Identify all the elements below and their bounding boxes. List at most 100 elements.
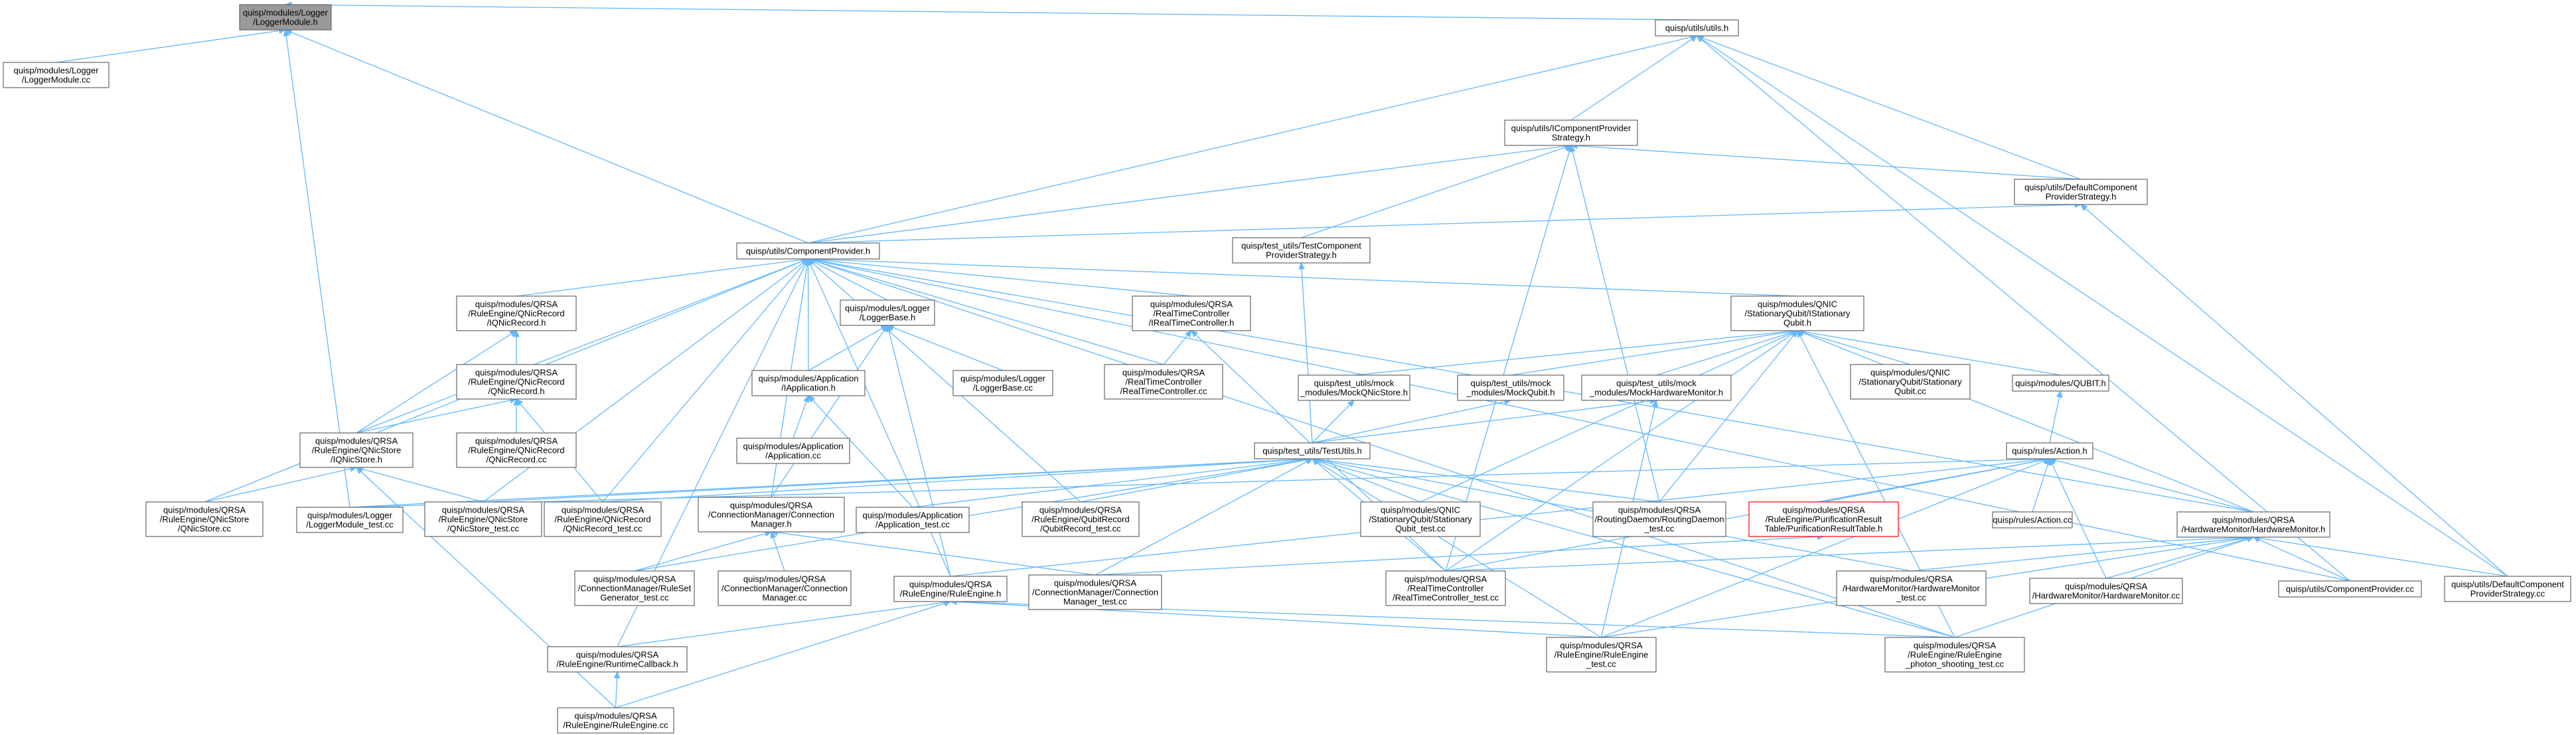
node-label: quisp/utils/DefaultComponent (2024, 183, 2137, 193)
node-test-component-provider-strategy-h[interactable]: quisp/test_utils/TestComponentProviderSt… (1232, 237, 1371, 264)
dependency-edge (808, 143, 1572, 244)
node-routing-daemon-test-cc[interactable]: quisp/modules/QRSA/RoutingDaemon/Routing… (1592, 501, 1726, 537)
node-connection-manager-test-cc[interactable]: quisp/modules/QRSA/ConnectionManager/Con… (1028, 574, 1162, 610)
dependency-edge (807, 258, 1164, 365)
dependency-edge (1312, 400, 1355, 444)
dependency-edge (2049, 457, 2107, 579)
node-application-test-cc[interactable]: quisp/modules/Application/Application_te… (856, 507, 970, 533)
dependency-edge (771, 324, 888, 498)
node-label: /StationaryQubit/Stationary (1369, 515, 1472, 525)
node-qnic-record-h[interactable]: quisp/modules/QRSA/RuleEngine/QNicRecord… (456, 364, 577, 400)
node-runtime-callback-h[interactable]: quisp/modules/QRSA/RuleEngine/RuntimeCal… (547, 646, 688, 673)
node-ruleset-generator-test-cc[interactable]: quisp/modules/QRSA/ConnectionManager/Rul… (574, 570, 695, 606)
node-application-h-interface[interactable]: quisp/modules/Application/IApplication.h (751, 370, 866, 396)
node-label: quisp/modules/QRSA (730, 501, 813, 511)
dependency-edge (793, 394, 810, 439)
dependency-edge (2252, 534, 2508, 577)
node-logger-module-h[interactable]: quisp/modules/Logger/LoggerModule.h (239, 4, 332, 31)
node-application-cc[interactable]: quisp/modules/Application/Application.cc (736, 438, 850, 464)
node-mock-qubit-h[interactable]: quisp/test_utils/mock_modules/MockQubit.… (1457, 374, 1564, 401)
node-logger-module-test-cc[interactable]: quisp/modules/Logger/LoggerModule_test.c… (296, 507, 404, 533)
node-hardware-monitor-h[interactable]: quisp/modules/QRSA/HardwareMonitor/Hardw… (2176, 511, 2330, 538)
dependency-edge (56, 27, 287, 63)
dependency-edge (602, 455, 1314, 503)
node-hardware-monitor-test-cc[interactable]: quisp/modules/QRSA/HardwareMonitor/Hardw… (1836, 570, 1987, 606)
node-component-provider-h[interactable]: quisp/utils/ComponentProvider.h (736, 242, 880, 260)
node-rule-engine-photon-shooting-test-cc[interactable]: quisp/modules/QRSA/RuleEngine/RuleEngine… (1884, 637, 2025, 673)
node-purification-result-table-h[interactable]: quisp/modules/QRSA/RuleEngine/Purificati… (1748, 501, 1899, 537)
node-default-component-provider-strategy-cc[interactable]: quisp/utils/DefaultComponentProviderStra… (2444, 576, 2571, 602)
node-label: quisp/modules/QUBIT.h (2015, 378, 2106, 388)
node-hardware-monitor-cc[interactable]: quisp/modules/QRSA/HardwareMonitor/Hardw… (2029, 578, 2183, 604)
node-label: Qubit.cc (1894, 386, 1926, 396)
node-label: /RealTimeController (1125, 377, 1202, 387)
node-stationary-qubit-h-interface[interactable]: quisp/modules/QNIC/StationaryQubit/IStat… (1730, 295, 1864, 331)
graph-nodes: quisp/modules/Logger/LoggerModule.hquisp… (3, 4, 2571, 734)
node-qubit-record-test-cc[interactable]: quisp/modules/QRSA/RuleEngine/QubitRecor… (1022, 501, 1140, 537)
node-label: quisp/utils/ComponentProvider.h (746, 246, 870, 256)
dependency-edge (1080, 457, 1314, 503)
node-action-cc[interactable]: quisp/rules/Action.cc (1992, 511, 2073, 529)
graph-edges (56, 1, 2508, 708)
node-label: /QNicRecord.cc (486, 455, 547, 465)
dependency-edge (1601, 458, 2051, 638)
dependency-edge (804, 258, 812, 371)
node-label: /QNicRecord_test.cc (563, 524, 643, 534)
node-component-provider-cc[interactable]: quisp/utils/ComponentProvider.cc (2278, 580, 2422, 598)
dependency-edge (2080, 204, 2508, 577)
node-logger-base-cc[interactable]: quisp/modules/Logger/LoggerBase.cc (952, 370, 1053, 396)
node-stationary-qubit-cc[interactable]: quisp/modules/QNIC/StationaryQubit/Stati… (1850, 364, 1971, 400)
node-test-utils-h[interactable]: quisp/test_utils/TestUtils.h (1254, 442, 1371, 459)
node-label: quisp/utils/DefaultComponent (2451, 580, 2564, 590)
dependency-edge (283, 29, 350, 508)
node-label: /RealTimeController.cc (1120, 386, 1207, 396)
node-label: /HardwareMonitor/HardwareMonitor.cc (2032, 591, 2180, 601)
dependency-edge (284, 29, 808, 244)
node-real-time-controller-h-interface[interactable]: quisp/modules/QRSA/RealTimeController/IR… (1132, 295, 1251, 331)
node-label: /Application.cc (765, 451, 821, 461)
node-qnic-store-test-cc[interactable]: quisp/modules/QRSA/RuleEngine/QNicStore/… (424, 501, 542, 537)
node-utils-h[interactable]: quisp/utils/utils.h (1655, 19, 1739, 37)
node-label: /LoggerModule.h (253, 17, 318, 27)
node-action-h[interactable]: quisp/rules/Action.h (2006, 442, 2093, 459)
node-stationary-qubit-test-cc[interactable]: quisp/modules/QNIC/StationaryQubit/Stati… (1360, 501, 1481, 537)
node-label: quisp/modules/Application (862, 511, 962, 521)
node-label: /RuleEngine/QNicRecord (468, 377, 564, 387)
dependency-edge (1659, 330, 1798, 503)
node-qnic-record-h-interface[interactable]: quisp/modules/QRSA/RuleEngine/QNicRecord… (456, 295, 577, 331)
node-label: /RuleEngine/QNicStore (160, 515, 249, 525)
node-label: quisp/modules/QRSA (1782, 505, 1865, 515)
dependency-edge (1312, 398, 1657, 444)
node-qnic-store-cc[interactable]: quisp/modules/QRSA/RuleEngine/QNicStore/… (145, 501, 264, 537)
node-connection-manager-h[interactable]: quisp/modules/QRSA/ConnectionManager/Con… (698, 497, 845, 532)
node-label: quisp/test_utils/mock (1616, 378, 1697, 388)
dependency-edge (284, 1, 1697, 21)
node-label: Manager.h (751, 519, 791, 529)
node-default-component-provider-strategy-h[interactable]: quisp/utils/DefaultComponentProviderStra… (2014, 179, 2148, 205)
node-logger-base-h[interactable]: quisp/modules/Logger/LoggerBase.h (840, 299, 935, 326)
node-qnic-store-h-interface[interactable]: quisp/modules/QRSA/RuleEngine/QNicStore/… (299, 432, 414, 468)
node-real-time-controller-cc[interactable]: quisp/modules/QRSA/RealTimeController/Re… (1104, 364, 1223, 400)
node-logger-module-cc[interactable]: quisp/modules/Logger/LoggerModule.cc (3, 62, 110, 88)
node-mock-hardware-monitor-h[interactable]: quisp/test_utils/mock_modules/MockHardwa… (1581, 374, 1732, 401)
dependency-edge (1420, 330, 1799, 503)
node-label: quisp/modules/QRSA (442, 505, 525, 515)
node-label: quisp/modules/QNIC (1381, 505, 1460, 515)
node-qnic-record-test-cc[interactable]: quisp/modules/QRSA/RuleEngine/QNicRecord… (544, 501, 662, 537)
node-qnic-record-cc[interactable]: quisp/modules/QRSA/RuleEngine/QNicRecord… (456, 432, 577, 468)
node-connection-manager-cc[interactable]: quisp/modules/QRSA/ConnectionManager/Con… (718, 570, 852, 606)
node-mock-qnic-store-h[interactable]: quisp/test_utils/mock_modules/MockQNicSt… (1298, 374, 1410, 401)
dependency-edge (613, 671, 621, 708)
node-label: quisp/modules/Logger (243, 8, 329, 18)
dependency-edge (617, 599, 952, 647)
node-label: quisp/modules/QRSA (475, 368, 558, 378)
node-rule-engine-h[interactable]: quisp/modules/QRSA/RuleEngine/RuleEngine… (893, 576, 1008, 602)
dependency-edge (634, 531, 773, 572)
node-qubit-h[interactable]: quisp/modules/QUBIT.h (2012, 374, 2109, 392)
node-rule-engine-test-cc[interactable]: quisp/modules/QRSA/RuleEngine/RuleEngine… (1546, 637, 1657, 673)
node-real-time-controller-test-cc[interactable]: quisp/modules/QRSA/RealTimeController/Re… (1385, 570, 1506, 606)
node-rule-engine-cc[interactable]: quisp/modules/QRSA/RuleEngine/RuleEngine… (557, 707, 674, 734)
dependency-edge (1311, 457, 1955, 638)
